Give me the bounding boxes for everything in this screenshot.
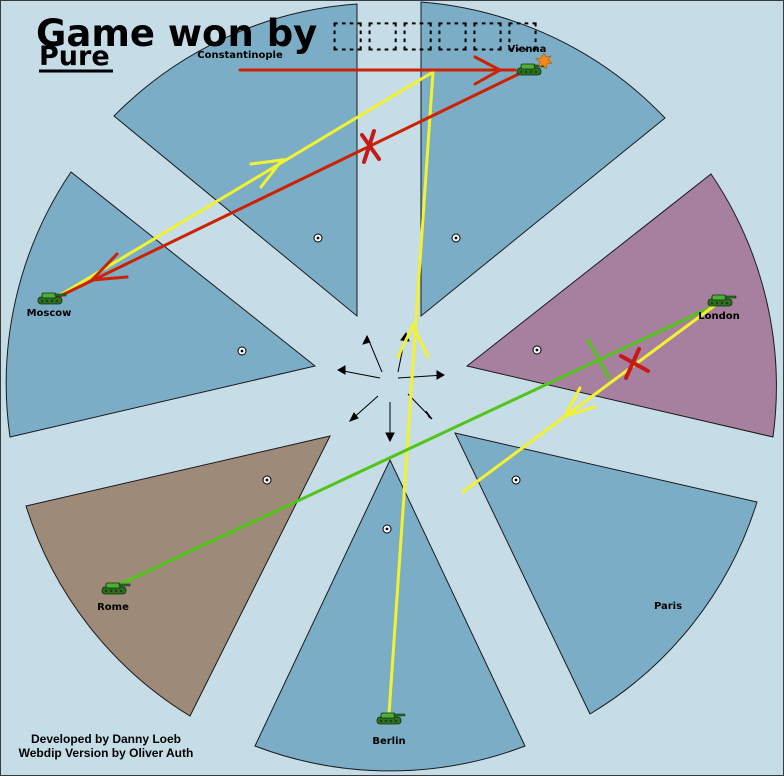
order-vienna-failed-mark xyxy=(360,129,381,164)
territory-label-vienna: Vienna xyxy=(508,44,547,55)
order-london-failed-mark xyxy=(619,347,650,380)
territory-paris[interactable] xyxy=(454,432,758,715)
unit-army-moscow[interactable] xyxy=(37,292,67,305)
order-moscow-arrowhead xyxy=(249,158,286,189)
territory-rome[interactable] xyxy=(25,435,331,717)
order-lines xyxy=(50,55,720,716)
territory-berlin[interactable] xyxy=(254,458,526,772)
territory-label-london: London xyxy=(698,311,740,322)
unit-army-vienna[interactable] xyxy=(516,52,553,76)
variant-name: Pure xyxy=(39,41,110,72)
order-berlin-arrowhead xyxy=(396,321,430,359)
order-rome-support-tick xyxy=(586,338,611,380)
dislodged-burst-icon xyxy=(535,52,553,70)
territory-moscow[interactable] xyxy=(5,171,317,438)
order-vienna-to-moscow xyxy=(54,68,529,300)
order-vienna-arrowhead xyxy=(88,252,129,282)
order-london-to-paris xyxy=(461,301,720,494)
order-constantinople-arrowhead xyxy=(473,55,504,86)
territory-label-berlin: Berlin xyxy=(372,736,405,747)
territory-label-paris: Paris xyxy=(654,601,682,612)
order-rome-support-line xyxy=(112,303,718,589)
territory-london[interactable] xyxy=(465,173,777,438)
supply-center-dots xyxy=(240,236,539,531)
order-london-arrowhead xyxy=(561,386,597,419)
game-result-title: Game won by ⬚⬚⬚⬚⬚⬚ xyxy=(36,12,540,55)
credit-developer: Developed by Danny Loeb xyxy=(31,732,181,746)
territory-label-constantinople: Constantinople xyxy=(197,50,283,61)
credit-webdip: Webdip Version by Oliver Auth xyxy=(19,746,194,760)
unit-army-london[interactable] xyxy=(707,294,737,307)
order-moscow-to-vienna xyxy=(50,70,435,302)
territory-constantinople[interactable] xyxy=(113,3,358,318)
territory-label-rome: Rome xyxy=(97,602,129,613)
order-berlin-to-vienna xyxy=(387,70,435,716)
unit-army-rome[interactable] xyxy=(101,582,131,595)
territory-label-moscow: Moscow xyxy=(27,308,72,319)
unit-army-berlin[interactable] xyxy=(376,712,406,725)
